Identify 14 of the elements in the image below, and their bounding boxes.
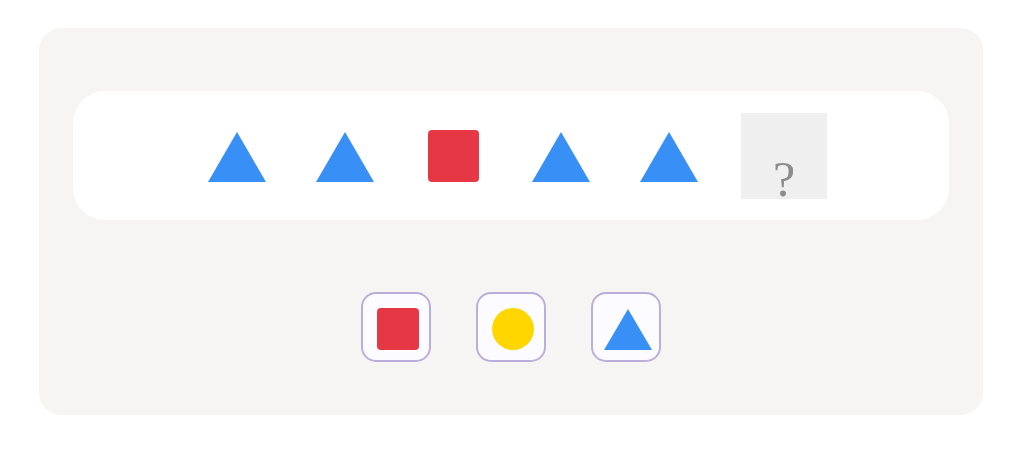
option-card <box>591 292 661 362</box>
triangle-icon <box>532 132 590 182</box>
triangle-icon <box>604 309 652 350</box>
triangle-icon <box>640 132 698 182</box>
option-card <box>476 292 546 362</box>
sequence-strip <box>73 91 949 220</box>
triangle-icon <box>208 132 266 182</box>
puzzle-panel <box>39 28 983 415</box>
option-card <box>361 292 431 362</box>
triangle-icon <box>316 132 374 182</box>
square-icon <box>428 130 479 182</box>
question-mark: ? <box>771 159 797 199</box>
circle-icon <box>492 308 534 350</box>
square-icon <box>377 308 419 350</box>
